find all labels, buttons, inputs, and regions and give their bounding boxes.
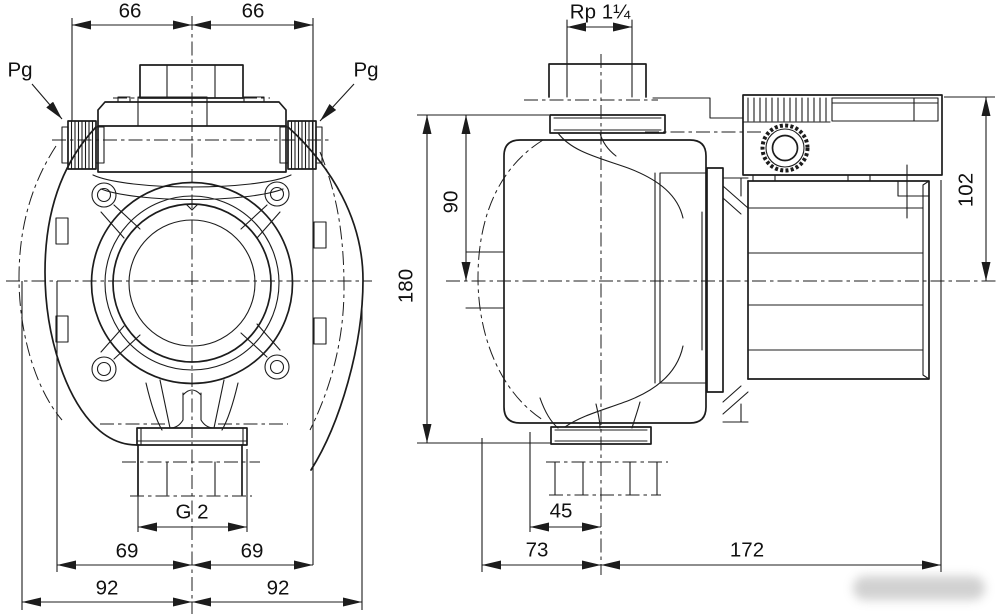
dim-label-69-right: 69 <box>241 540 264 563</box>
cable-gland-left <box>61 120 105 170</box>
bottom-port-side <box>550 426 658 496</box>
cable-gland-right <box>279 120 323 170</box>
gland-label-pg-left: Pg <box>7 59 32 82</box>
clamp-screws <box>55 181 327 382</box>
top-port-side <box>548 19 666 134</box>
side-dimensions: Rp 1¼ 90 180 102 45 73 172 <box>395 1 995 572</box>
dim-label-92-left: 92 <box>96 577 119 600</box>
dim-label-102: 102 <box>955 173 978 207</box>
dim-label-172: 172 <box>730 539 764 562</box>
terminal-box-side <box>652 94 943 182</box>
terminal-box-front <box>92 64 292 201</box>
dim-label-73: 73 <box>526 539 549 562</box>
selector-knob-teeth <box>760 123 810 173</box>
motor-coupling <box>722 177 749 423</box>
dim-label-66-left: 66 <box>119 0 142 23</box>
dim-label-69-left: 69 <box>116 540 139 563</box>
gland-label-pg-right: Pg <box>353 59 378 82</box>
pump-shell-outline <box>44 126 364 471</box>
watermark-blur <box>853 576 985 600</box>
dim-label-45: 45 <box>550 500 573 523</box>
dim-label-66-right: 66 <box>242 0 265 23</box>
motor-body-side <box>747 164 930 380</box>
dim-label-90: 90 <box>440 191 463 214</box>
front-dimensions: 66 66 Pg Pg G 2 69 69 92 92 <box>7 0 379 610</box>
front-center-lines <box>6 16 372 614</box>
dim-label-rp: Rp 1¼ <box>570 1 631 24</box>
dim-label-180: 180 <box>395 269 418 303</box>
selector-knob <box>765 128 805 168</box>
front-view: 66 66 Pg Pg G 2 69 69 92 92 <box>6 0 379 614</box>
dim-label-g2: G 2 <box>175 501 208 524</box>
side-view: Rp 1¼ 90 180 102 45 73 172 <box>395 1 997 575</box>
side-center-lines <box>446 54 997 575</box>
motor-face <box>90 181 294 385</box>
dim-label-92-right: 92 <box>267 577 290 600</box>
